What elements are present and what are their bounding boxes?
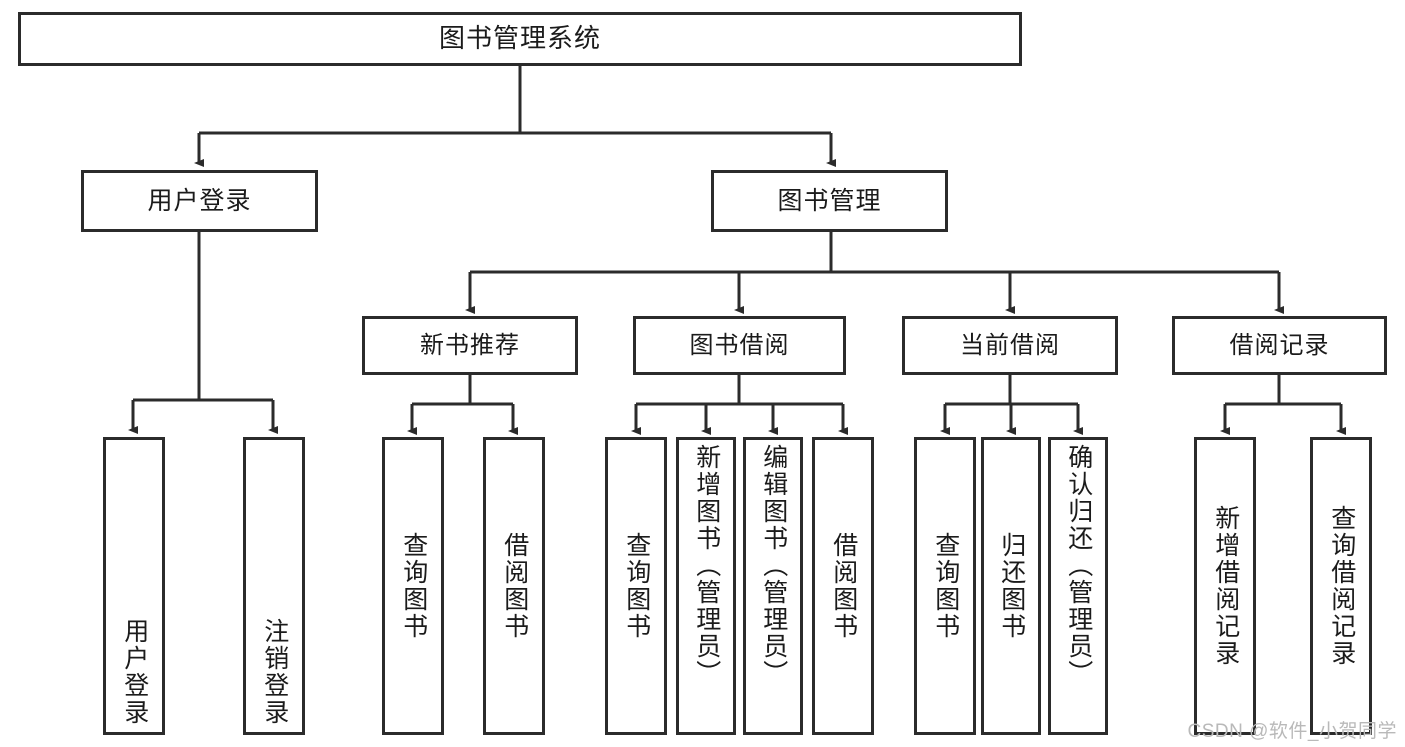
leaf-label: 借阅图书: [500, 532, 529, 640]
leaf-current-return-book[interactable]: 归还图书: [981, 437, 1041, 735]
node-new-book-recommend[interactable]: 新书推荐: [362, 316, 578, 375]
node-user-login[interactable]: 用户登录: [81, 170, 318, 232]
node-book-borrow[interactable]: 图书借阅: [633, 316, 846, 375]
leaf-label: 注销登录: [260, 618, 289, 726]
leaf-current-query-book[interactable]: 查询图书: [914, 437, 976, 735]
node-label: 当前借阅: [960, 331, 1060, 359]
node-label: 用户登录: [147, 186, 252, 215]
leaf-borrow-borrow-book[interactable]: 借阅图书: [812, 437, 874, 735]
node-label: 借阅记录: [1229, 331, 1330, 359]
leaf-label: 查询图书: [399, 532, 428, 640]
leaf-borrow-edit-book[interactable]: 编辑图书（管理员）: [743, 437, 803, 735]
leaf-label: 归还图书: [997, 532, 1026, 640]
node-label: 图书管理系统: [438, 23, 601, 54]
leaf-recommend-borrow-book[interactable]: 借阅图书: [483, 437, 545, 735]
leaf-label: 查询借阅记录: [1327, 505, 1356, 667]
node-current-borrow[interactable]: 当前借阅: [902, 316, 1118, 375]
leaf-label: 确认归还（管理员）: [1064, 444, 1093, 687]
node-label: 图书借阅: [689, 331, 790, 359]
leaf-borrow-query-book[interactable]: 查询图书: [605, 437, 667, 735]
node-label: 新书推荐: [420, 331, 520, 359]
leaf-recommend-query-book[interactable]: 查询图书: [382, 437, 444, 735]
watermark: CSDN @软件_小贺同学: [1187, 721, 1397, 742]
leaf-label: 查询图书: [622, 532, 651, 640]
leaf-label: 借阅图书: [829, 532, 858, 640]
leaf-label: 用户登录: [120, 618, 149, 726]
leaf-user-login-logout[interactable]: 注销登录: [243, 437, 305, 735]
leaf-record-add-record[interactable]: 新增借阅记录: [1194, 437, 1256, 735]
leaf-label: 新增图书（管理员）: [692, 444, 721, 687]
leaf-borrow-add-book[interactable]: 新增图书（管理员）: [676, 437, 736, 735]
node-borrow-record[interactable]: 借阅记录: [1172, 316, 1387, 375]
node-root-system[interactable]: 图书管理系统: [18, 12, 1022, 66]
leaf-label: 查询图书: [931, 532, 960, 640]
leaf-label: 编辑图书（管理员）: [759, 444, 788, 687]
node-book-management[interactable]: 图书管理: [711, 170, 948, 232]
leaf-record-query-record[interactable]: 查询借阅记录: [1310, 437, 1372, 735]
leaf-label: 新增借阅记录: [1211, 505, 1240, 667]
node-label: 图书管理: [777, 186, 882, 215]
leaf-user-login-login[interactable]: 用户登录: [103, 437, 165, 735]
leaf-current-confirm-return[interactable]: 确认归还（管理员）: [1048, 437, 1108, 735]
